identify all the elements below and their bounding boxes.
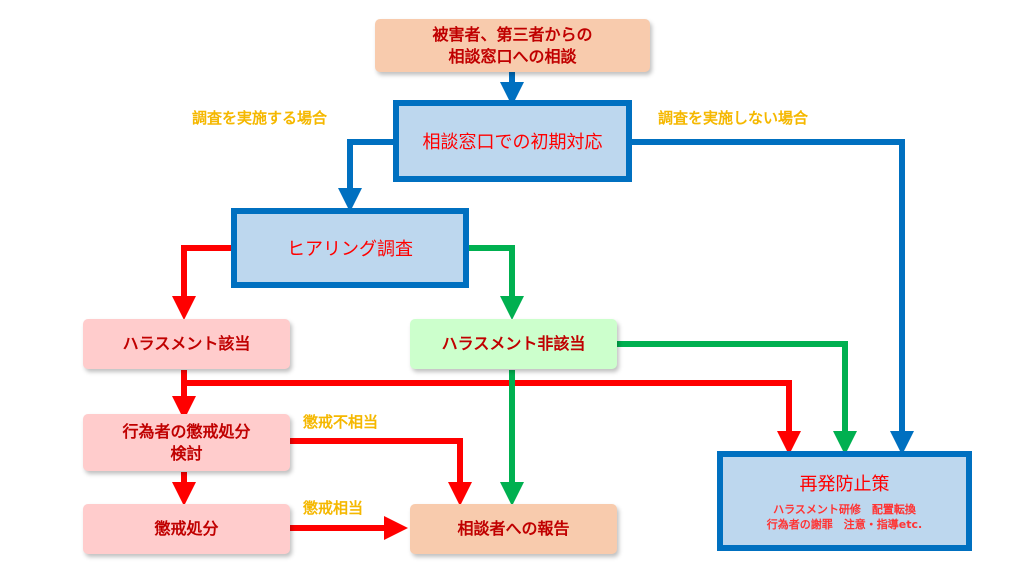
- consultation-line1: 被害者、第三者からの: [432, 24, 593, 44]
- node-discipline-review: 行為者の懲戒処分 検討: [83, 414, 290, 471]
- arrow-initial-to-hearing: [338, 139, 396, 212]
- node-initial-response: 相談窓口での初期対応: [393, 100, 632, 182]
- hearing-label: ヒアリング調査: [287, 239, 413, 260]
- node-harassment-yes: ハラスメント該当: [83, 319, 290, 369]
- discipline-review-line1: 行為者の懲戒処分: [122, 421, 251, 441]
- label-investigate: 調査を実施する場合: [192, 109, 328, 127]
- node-report: 相談者への報告: [410, 504, 617, 554]
- label-appropriate: 懲戒相当: [303, 499, 364, 517]
- initial-response-label: 相談窓口での初期対応: [422, 132, 603, 153]
- node-discipline: 懲戒処分: [83, 504, 290, 554]
- prevention-line1: ハラスメント研修 配置転換: [773, 503, 916, 516]
- arrow-review-to-report: [290, 438, 472, 506]
- node-harassment-no: ハラスメント非該当: [410, 319, 617, 369]
- arrow-no-to-prevention: [617, 341, 857, 455]
- harassment-yes-label: ハラスメント該当: [122, 334, 251, 353]
- node-consultation: 被害者、第三者からの 相談窓口への相談: [375, 19, 650, 72]
- consultation-line2: 相談窓口への相談: [448, 46, 577, 66]
- arrow-initial-to-prevention: [628, 139, 914, 455]
- discipline-review-line2: 検討: [170, 443, 203, 463]
- discipline-label: 懲戒処分: [154, 519, 219, 538]
- prevention-title: 再発防止策: [799, 474, 890, 495]
- label-not-appropriate: 懲戒不相当: [303, 413, 379, 431]
- node-hearing: ヒアリング調査: [231, 208, 469, 288]
- node-prevention: 再発防止策 ハラスメント研修 配置転換 行為者の謝罪 注意・指導etc.: [717, 451, 972, 551]
- label-no-investigate: 調査を実施しない場合: [658, 109, 809, 127]
- harassment-no-label: ハラスメント非該当: [441, 334, 586, 353]
- prevention-line2: 行為者の謝罪 注意・指導etc.: [766, 518, 923, 531]
- arrow-hearing-to-no: [466, 245, 524, 320]
- arrow-hearing-to-yes: [172, 245, 234, 320]
- report-label: 相談者への報告: [457, 519, 570, 538]
- arrow-yes-to-prevention: [184, 380, 801, 455]
